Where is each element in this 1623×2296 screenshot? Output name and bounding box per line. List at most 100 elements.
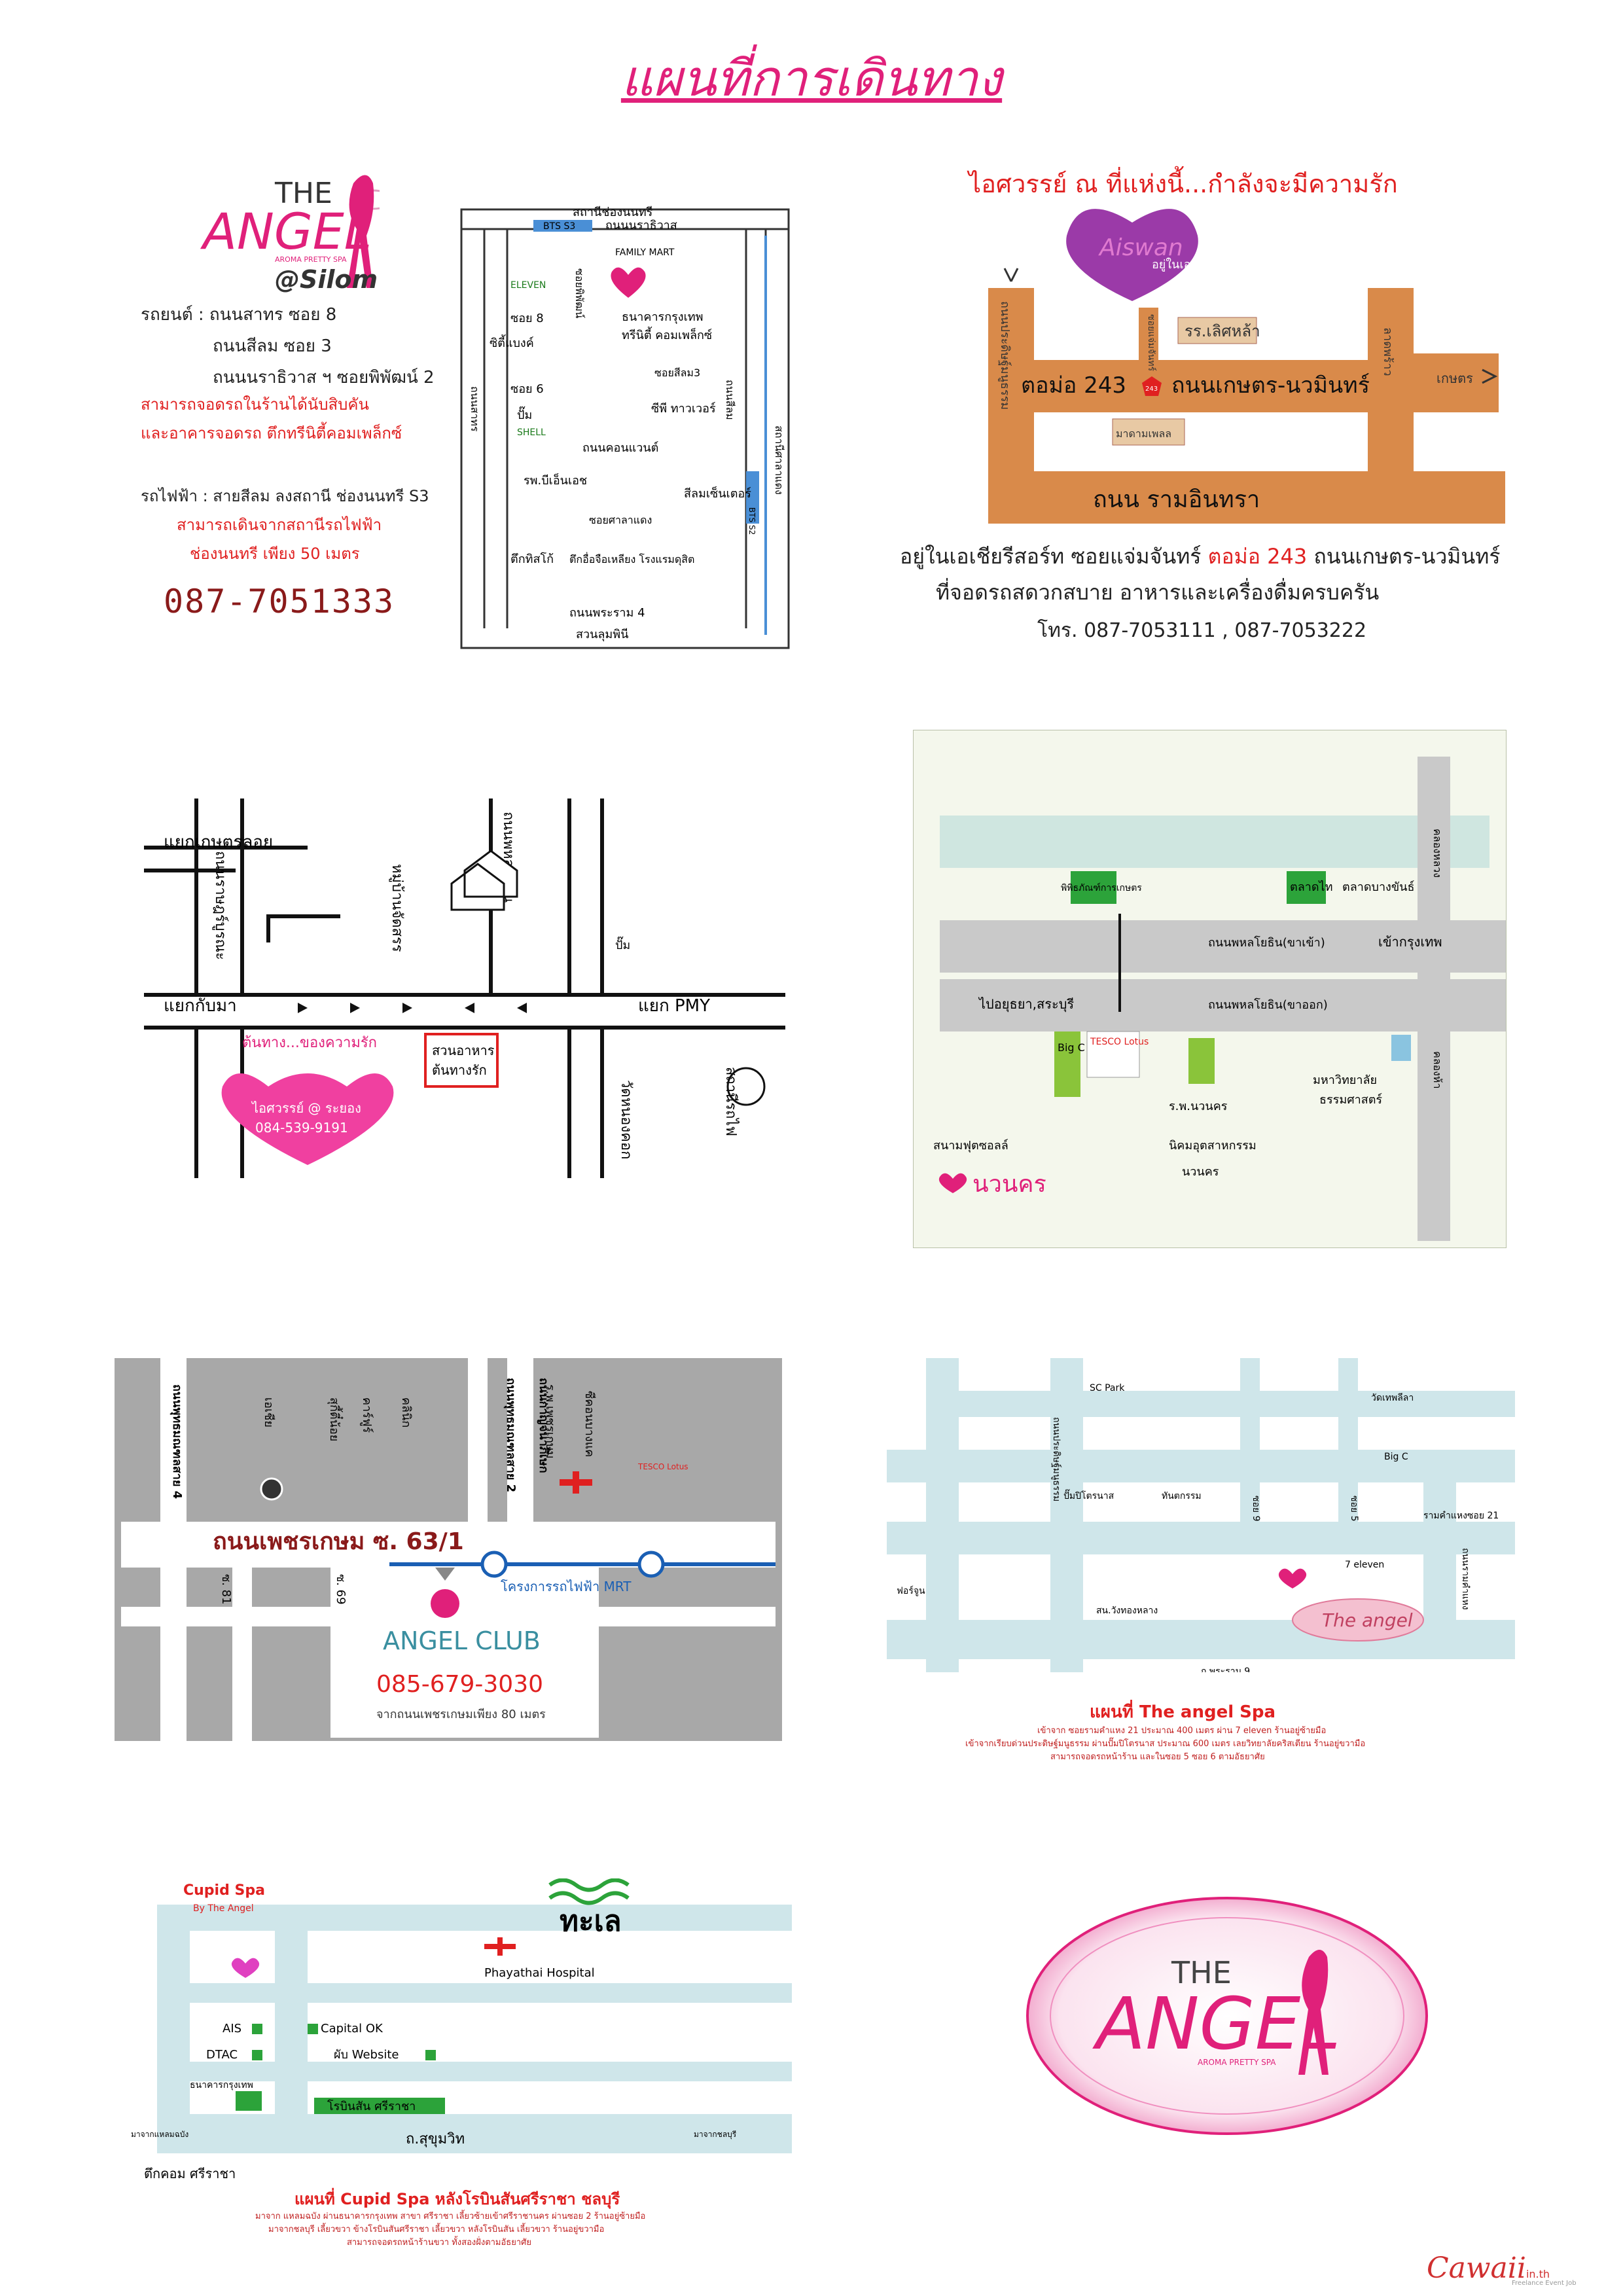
addr-part-c: ถนนเกษตร-นวมินทร์ — [1307, 544, 1501, 569]
cupid-panel: Cupid Spa By The Angel ทะเล Phayathai Ho… — [118, 1878, 792, 2248]
soi4: ถนนพุทธมณฑลสาย 4 — [169, 1384, 184, 1499]
map-citybank: ซิตี้แบงค์ — [490, 334, 534, 350]
bottom-logo-angel: ANGEL — [1092, 1982, 1341, 2066]
bts-s2-box — [746, 471, 759, 524]
industrial1: นิคมอุตสาหกรรม — [1169, 1139, 1257, 1153]
soi5: ซอย 5 — [1349, 1496, 1359, 1521]
expressway — [940, 816, 1489, 868]
petchkasem-phone: 085-679-3030 — [376, 1671, 543, 1698]
map-silom-road: ถนนสีลม — [724, 380, 736, 420]
logo-branch: @Silom — [275, 265, 378, 294]
kaset: เกษตร — [1436, 370, 1473, 386]
petchkasem-note: จากถนนเพชรเกษมเพียง 80 เมตร — [376, 1708, 546, 1721]
cupid-by: By The Angel — [193, 1903, 254, 1914]
bottom-logo: THE ANGEL AROMA PRETTY SPA — [1026, 1897, 1428, 2135]
walk-line2: ช่องนนทรี เพียง 50 เมตร — [190, 545, 360, 563]
car-line2: ถนนสีลม ซอย 3 — [213, 336, 332, 356]
angelspa-title: แผนที่ The angel Spa — [1090, 1698, 1275, 1725]
tesco: TESCO Lotus — [1090, 1037, 1149, 1047]
navanakorn-brand: นวนคร — [972, 1171, 1046, 1198]
ramintra-address2: ที่จอดรถสดวกสบาย อาหารและเครื่องดื่มครบค… — [936, 580, 1380, 605]
origin-label: ต้นทาง...ของความรัก — [242, 1035, 377, 1051]
restaurant-box — [424, 1033, 499, 1088]
cupid-name: Cupid Spa — [183, 1882, 265, 1899]
map-saladaeng: ซอยศาลาแดง — [589, 514, 652, 526]
kaset-nawamin: ถนนเกษตร-นวมินทร์ — [1171, 372, 1370, 399]
tu2: ธรรมศาสตร์ — [1319, 1093, 1382, 1107]
soi9: ซอย 9 — [1251, 1496, 1261, 1521]
mama-pool: มาดามเพลล — [1116, 427, 1171, 440]
navanakorn-map: พิพิธภัณฑ์การเกษตร ตลาดไท ตลาดบางขันธ์ ถ… — [933, 757, 1509, 1241]
heart-sub: อยู่ในเอเชีย รีสอร์ท — [1152, 257, 1248, 272]
petchkasem-map: ถนนพุทธมณฑลสาย 4 ถนนพุทธมณฑลสาย 2 ถนนกาญ… — [121, 1358, 776, 1741]
yaek-kaset: แยกเกษตรลอย — [164, 833, 273, 852]
kanchana: ถนนกาญจนาภิเษก — [537, 1378, 550, 1473]
petchkasem-panel: ถนนพุทธมณฑลสาย 4 ถนนพุทธมณฑลสาย 2 ถนนกาญ… — [115, 1358, 782, 1741]
fortune: ฟอร์จูน — [897, 1585, 925, 1596]
ais: AIS — [223, 2022, 241, 2036]
bank: ธนาคารกรุงเทพ — [190, 2080, 253, 2090]
rayong-map: แยกเกษตรลอย แยกกับมา แยก PMY ถนนราษฎร์บู… — [144, 798, 785, 1178]
cupid-map: Cupid Spa By The Angel ทะเล Phayathai Ho… — [124, 1878, 792, 2181]
futsal: สนามฟุตซอลล์ — [933, 1139, 1008, 1153]
lasala: รร.เลิศหล้า — [1185, 322, 1260, 340]
ramintra-address1: อยู่ในเอเชียรีสอร์ท ซอยแจ่มจันทร์ ตอม่อ … — [900, 540, 1501, 573]
cupid-heart-icon — [231, 1958, 260, 1978]
bigc: Big C — [1058, 1041, 1085, 1054]
sea-waves-icon — [548, 1878, 630, 1905]
temple-label: วัดหนองคอก — [618, 1080, 634, 1159]
map-soi-phiphat: ซอยพิพัฒน์ — [573, 268, 586, 319]
walk-line1: สามารถเดินจากสถานีรถไฟฟ้า — [177, 516, 382, 534]
soi81: ซ. 81 — [219, 1574, 233, 1605]
seven-eleven: 7 eleven — [1345, 1560, 1384, 1570]
bottom-logo-sub: AROMA PRETTY SPA — [1198, 2058, 1276, 2067]
cupid-desc3: สามารถจอดรถหน้าร้านขวา ทั้งสองฝั่งตามอัธ… — [347, 2238, 532, 2248]
rayong-panel: แยกเกษตรลอย แยกกับมา แยก PMY ถนนราษฎร์บู… — [137, 785, 785, 1178]
ladprao: ลาดพร้าว — [1381, 327, 1395, 376]
map-family-mart: FAMILY MART — [615, 247, 675, 258]
to-ayut: ไปอยุธยา,สระบุรี — [978, 996, 1074, 1013]
sukhumvit: ถ.สุขุมวิท — [406, 2131, 465, 2147]
cupid-desc1: มาจาก แหลมฉบัง ผ่านธนาคารกรุงเทพ สาขา ศร… — [255, 2212, 646, 2221]
navanakorn-heart-icon — [938, 1173, 967, 1193]
brand-oval — [1292, 1598, 1424, 1641]
navanakorn-panel: พิพิธภัณฑ์การเกษตร ตลาดไท ตลาดบางขันธ์ ถ… — [913, 730, 1509, 1248]
restaurant-line1: สวนอาหาร — [432, 1043, 495, 1058]
page-title: แผนที่การเดินทาง — [620, 49, 1003, 107]
map-narathiwas: ถนนนราธิวาส — [605, 219, 677, 232]
arrow-right-icon — [1482, 368, 1498, 384]
title-main: The angel Spa — [1139, 1702, 1276, 1722]
map-shell: SHELL — [517, 427, 546, 438]
museum-box — [1071, 871, 1116, 904]
house-icon — [450, 850, 518, 911]
phahon-in: ถนนพหลโยธิน(ขาเข้า) — [1208, 935, 1325, 950]
logo-the: THE — [274, 177, 332, 210]
house-label: หมู่บ้านจัดสรร — [389, 864, 405, 952]
bts-s3-box — [533, 220, 592, 232]
woman-silhouette-icon — [1298, 1950, 1329, 2075]
rama9: ถ.พระราม 9 — [1201, 1666, 1250, 1672]
yaek-kapma: แยกกับมา — [164, 996, 237, 1016]
ramkhamhaeng21: รามคำแหงซอย 21 — [1423, 1511, 1499, 1521]
map-pump: ปั๊ม — [517, 406, 532, 422]
pump: ปั๊มปิโตรนาส — [1063, 1489, 1115, 1501]
bigc: Big C — [1384, 1452, 1408, 1462]
tesco: TESCO Lotus — [637, 1462, 688, 1471]
road-right2: คลองห้า — [1431, 1051, 1444, 1088]
angelspa-desc1: เข้าจาก ซอยรามคำแหง 21 ประมาณ 400 เมตร ผ… — [1037, 1726, 1327, 1736]
aisia-logo-icon — [260, 1477, 283, 1501]
map-bts-s3: BTS S3 — [543, 221, 575, 232]
to-bkk: เข้ากรุงเทพ — [1378, 934, 1442, 950]
industrial2: นวนคร — [1182, 1165, 1219, 1179]
soi2: ถนนพุทธมณฑลสาย 2 — [503, 1378, 518, 1492]
road-right1: คลองหลวง — [1431, 829, 1444, 878]
map-heart-icon — [611, 267, 646, 298]
talad-thai: ตลาดไท — [1290, 880, 1332, 894]
hospital-cross-icon — [560, 1471, 592, 1494]
cupid-desc2: มาจากชลบุรี เลี้ยวขวา ข้างโรบินสันศรีราช… — [268, 2225, 605, 2234]
yaek-pmy: แยก PMY — [638, 996, 710, 1016]
map-soi6: ซอย 6 — [510, 382, 544, 396]
rice: สุกี้ตี๋น้อย — [327, 1397, 344, 1441]
addr-part-a: อยู่ในเอเชียรีสอร์ท ซอยแจ่มจันทร์ — [900, 544, 1208, 569]
map-bangkok-bank: ธนาคารกรุงเทพ — [622, 310, 703, 324]
